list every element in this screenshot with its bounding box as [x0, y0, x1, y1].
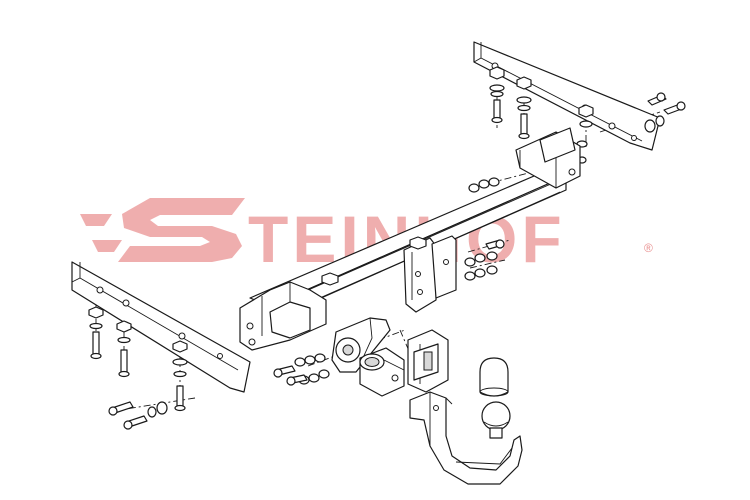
lower-left-fasteners — [273, 353, 330, 386]
right-side-plate — [515, 127, 581, 189]
steinhof-s-stripe — [80, 214, 112, 226]
registered-mark: ® — [644, 241, 653, 255]
socket-mounting-plate — [331, 317, 391, 373]
beam-nuts — [321, 236, 427, 286]
tow-ball — [481, 401, 511, 439]
center-mount-plate — [403, 235, 457, 313]
left-side-plate — [239, 281, 327, 351]
center-fasteners — [464, 177, 505, 281]
tow-ball-cap — [479, 357, 509, 397]
left-mounting-bracket — [71, 261, 251, 393]
left-bracket-fasteners — [88, 306, 188, 430]
right-bracket-fasteners — [489, 66, 686, 164]
steinhof-s-emblem — [118, 198, 245, 262]
steinhof-s-stripe-lower — [92, 240, 122, 252]
receiver-housing — [407, 329, 449, 393]
tow-ball-neck — [409, 391, 523, 485]
electrical-socket — [359, 347, 405, 397]
